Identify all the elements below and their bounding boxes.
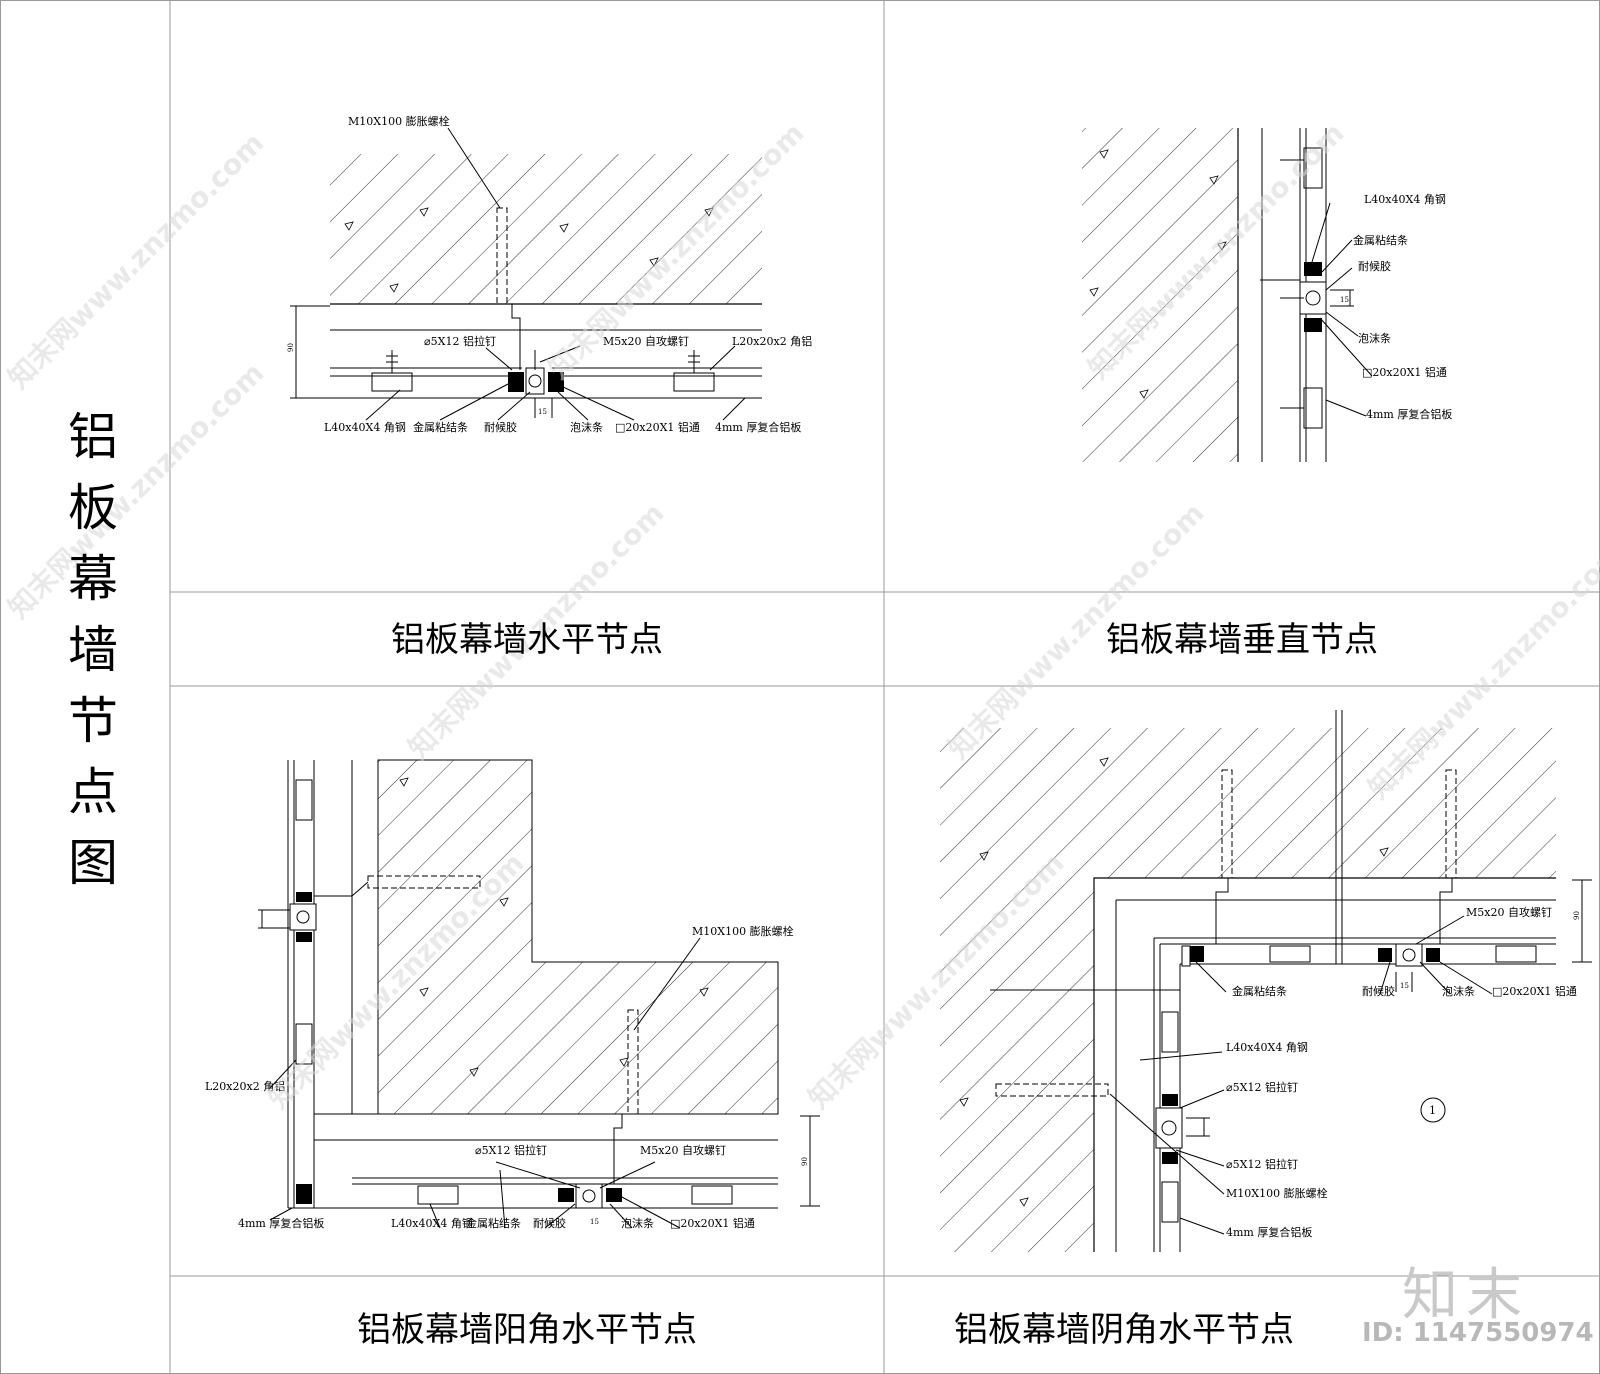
dim-90: 90 xyxy=(287,343,295,352)
dim-15: 15 xyxy=(538,408,547,416)
caption-vertical-node: 铝板幕墙垂直节点 xyxy=(1106,620,1378,660)
dim-15: 15 xyxy=(1340,296,1349,304)
caption-horizontal-node: 铝板幕墙水平节点 xyxy=(391,620,663,660)
label-tube: □20x20X1 铝通 xyxy=(670,1216,755,1230)
label-angle-steel: L40x40X4 角钢 xyxy=(1364,193,1446,206)
detail-mark: 1 xyxy=(1429,1104,1436,1117)
label-screw: M5x20 自攻螺钉 xyxy=(603,334,689,348)
panel-system xyxy=(290,127,762,421)
label-rivet-1: ⌀5X12 铝拉钉 xyxy=(1226,1080,1298,1094)
expansion-bolt xyxy=(496,207,508,305)
panel-vertical-node: 15 L40x40X4 角钢 金属粘结条 耐候胶 泡沫条 □20x20X1 铝通… xyxy=(1082,128,1452,462)
label-tube: □20x20X1 铝通 xyxy=(615,420,700,434)
concrete-wall xyxy=(1082,128,1238,462)
dim-15: 15 xyxy=(1400,982,1409,990)
panel-system xyxy=(258,760,820,1229)
label-rivet: ⌀5X12 铝拉钉 xyxy=(475,1143,547,1157)
caption-outside-corner-node: 铝板幕墙阳角水平节点 xyxy=(357,1310,697,1350)
label-metal-strip: 金属粘结条 xyxy=(1353,233,1408,247)
label-rivet-2: ⌀5X12 铝拉钉 xyxy=(1226,1157,1298,1171)
sheet-title-char: 幕 xyxy=(68,550,118,608)
label-panel: 4mm 厚复合铝板 xyxy=(1366,407,1452,421)
sheet-title-char: 图 xyxy=(68,834,118,892)
sheet-title: 铝 板 幕 墙 节 点 图 xyxy=(58,402,128,899)
label-bolt: M10X100 膨胀螺栓 xyxy=(348,114,450,128)
dim-15: 15 xyxy=(590,1218,599,1226)
label-foam: 泡沫条 xyxy=(1442,984,1475,998)
label-foam: 泡沫条 xyxy=(1358,331,1391,345)
label-tube: □20x20X1 铝通 xyxy=(1492,984,1577,998)
label-foam: 泡沫条 xyxy=(621,1216,654,1230)
sheet-title-char: 点 xyxy=(68,763,118,821)
caption-inside-corner-node: 铝板幕墙阴角水平节点 xyxy=(954,1310,1294,1350)
panel-inside-corner-node: 90 15 M5x20 自攻螺钉 金属粘结条 耐候胶 泡沫条 □20x20X1 … xyxy=(940,710,1592,1252)
watermark: 知末网www.znzmo.com xyxy=(2,356,271,625)
concrete-aggregate xyxy=(1089,149,1227,399)
dim-90: 90 xyxy=(1573,911,1581,920)
sheet-title-char: 节 xyxy=(68,692,118,750)
label-angle-al: L20x20x2 角铝 xyxy=(205,1079,285,1093)
panel-system xyxy=(1260,128,1373,462)
label-tube: □20x20X1 铝通 xyxy=(1362,365,1447,379)
panel-system xyxy=(990,710,1592,1252)
panel-outside-corner-node: 90 15 M10X100 膨胀螺栓 L20x20x2 角铝 ⌀5X12 铝拉钉… xyxy=(205,759,820,1230)
brand-logo: 知末 xyxy=(1402,1263,1530,1328)
label-angle-steel: L40x40X4 角钢 xyxy=(391,1217,473,1230)
label-foam: 泡沫条 xyxy=(570,420,603,434)
label-panel: 4mm 厚复合铝板 xyxy=(715,420,801,434)
label-sealant: 耐候胶 xyxy=(533,1216,566,1230)
label-panel: 4mm 厚复合铝板 xyxy=(1226,1225,1312,1239)
label-sealant: 耐候胶 xyxy=(484,420,517,434)
watermark: 知末网www.znzmo.com xyxy=(2,126,271,395)
label-metal-strip: 金属粘结条 xyxy=(413,420,468,434)
label-sealant: 耐候胶 xyxy=(1358,259,1391,273)
concrete-aggregate xyxy=(399,777,709,1077)
concrete-wall xyxy=(330,154,762,304)
sheet-title-char: 铝 xyxy=(68,408,118,466)
label-metal-strip: 金属粘结条 xyxy=(466,1216,521,1230)
dim-90: 90 xyxy=(801,1157,809,1166)
label-screw: M5x20 自攻螺钉 xyxy=(1466,905,1552,919)
label-bolt: M10X100 膨胀螺栓 xyxy=(1226,1186,1328,1200)
label-screw: M5x20 自攻螺钉 xyxy=(640,1143,726,1157)
label-bolt: M10X100 膨胀螺栓 xyxy=(692,924,794,938)
concrete-aggregate xyxy=(959,757,1389,1207)
label-angle-steel: L40x40X4 角钢 xyxy=(324,421,406,434)
sheet-title-char: 墙 xyxy=(68,621,118,679)
label-metal-strip: 金属粘结条 xyxy=(1232,984,1287,998)
concrete-aggregate xyxy=(344,207,714,293)
label-panel: 4mm 厚复合铝板 xyxy=(238,1216,324,1230)
id-label: ID: 1147550974 xyxy=(1362,1318,1594,1348)
sheet-title-char: 板 xyxy=(68,479,118,537)
label-sealant: 耐候胶 xyxy=(1362,984,1395,998)
panel-horizontal-node: 90 15 M10X100 膨胀螺栓 ⌀5X12 铝拉钉 M5x20 自攻螺钉 … xyxy=(287,114,812,434)
label-angle-al: L20x20x2 角铝 xyxy=(732,334,812,348)
label-angle-steel: L40x40X4 角钢 xyxy=(1226,1041,1308,1054)
label-rivet: ⌀5X12 铝拉钉 xyxy=(424,334,496,348)
